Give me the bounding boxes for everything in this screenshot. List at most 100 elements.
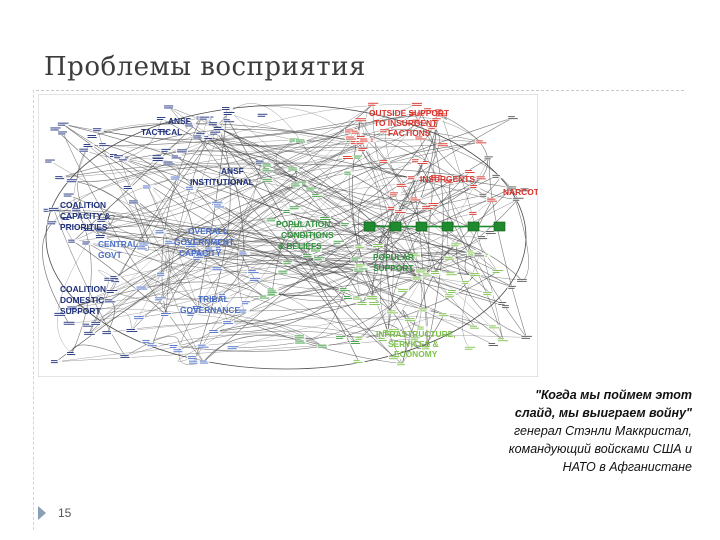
- variable-node: [282, 209, 295, 214]
- connector-line: [226, 106, 352, 141]
- variable-node: [135, 286, 148, 291]
- label-ansf-tactical: ANSF TACTICAL: [141, 116, 191, 137]
- quote-line-2: слайд, мы выиграем войну": [514, 406, 692, 420]
- variable-node: [354, 117, 367, 122]
- connector-line: [295, 141, 482, 186]
- connector-line: [300, 140, 428, 210]
- variable-node: [388, 328, 400, 333]
- infrastructure-line-2: SERVICES &: [388, 339, 439, 349]
- variable-node: [411, 276, 424, 281]
- connector-line: [228, 103, 302, 142]
- variable-node: [261, 178, 274, 183]
- connector-line: [203, 176, 437, 363]
- connector-line: [363, 119, 438, 269]
- variable-node: [62, 321, 75, 326]
- label-narcotics: NARCOTICS: [503, 187, 538, 197]
- variable-node: [222, 111, 235, 116]
- variable-node: [151, 157, 164, 162]
- variable-node: [478, 193, 491, 198]
- connector-line: [357, 176, 413, 247]
- connector-line: [62, 132, 204, 363]
- variable-node: [310, 248, 322, 252]
- variable-node: [113, 154, 126, 159]
- variable-node: [511, 197, 524, 202]
- variable-node: [340, 222, 353, 227]
- connector-line: [176, 104, 417, 158]
- variable-node: [237, 309, 250, 314]
- variable-node: [469, 272, 482, 277]
- connector-line: [440, 114, 489, 179]
- variable-node: [466, 252, 479, 256]
- variable-node: [421, 272, 434, 277]
- variable-node: [119, 354, 132, 359]
- variable-node: [356, 301, 369, 306]
- label-population-conditions: POPULATION CONDITIONS & BELIEFS: [276, 219, 334, 251]
- variable-node: [266, 291, 279, 296]
- variable-node: [338, 287, 351, 292]
- connector-line: [160, 231, 480, 263]
- variable-node: [486, 198, 499, 203]
- connector-line: [60, 104, 417, 178]
- variable-node: [484, 230, 497, 235]
- variable-node: [421, 205, 434, 210]
- connector-line: [92, 122, 295, 141]
- variable-node: [450, 242, 463, 247]
- outer-loop-connector: [45, 104, 527, 370]
- variable-node: [222, 118, 235, 123]
- variable-node: [81, 241, 94, 245]
- connector-line: [111, 291, 363, 312]
- connector-line: [168, 106, 188, 130]
- variable-node: [138, 242, 151, 247]
- stock-box: [493, 221, 506, 232]
- connector-line: [214, 270, 360, 333]
- variable-node: [496, 337, 509, 342]
- connector-line: [202, 258, 450, 347]
- variable-node: [188, 360, 200, 365]
- variable-node: [505, 186, 518, 190]
- variable-node: [473, 252, 486, 257]
- variable-node: [436, 142, 449, 147]
- label-infrastructure: INFRASTRUCTURE, SERVICES & ECONOMY: [376, 329, 456, 359]
- variable-node: [350, 130, 363, 135]
- variable-node: [411, 119, 424, 124]
- variable-node: [195, 252, 208, 257]
- variable-node: [238, 251, 251, 255]
- connector-line: [402, 310, 416, 340]
- quote-author-line-2: командующий войсками США и: [508, 442, 692, 456]
- variable-node: [368, 301, 381, 306]
- overall-government-line-2: GOVERNMENT: [174, 237, 235, 247]
- variable-node: [403, 317, 416, 322]
- variable-node: [464, 169, 477, 174]
- connector-line: [360, 187, 513, 339]
- connector-line: [133, 201, 364, 269]
- stock-box: [389, 221, 402, 232]
- variable-node: [82, 143, 95, 148]
- variable-node: [396, 361, 409, 366]
- variable-node: [487, 324, 500, 329]
- connector-line: [218, 128, 418, 279]
- label-tribal-governance: TRIBAL GOVERNANCE: [180, 294, 240, 315]
- stock-box: [441, 221, 454, 232]
- connector-line: [301, 246, 357, 268]
- variable-node: [372, 243, 385, 248]
- ansf-institutional-line-1: ANSF: [221, 166, 244, 176]
- variable-node: [208, 329, 221, 334]
- variable-node: [415, 112, 428, 117]
- variable-node: [261, 167, 274, 172]
- connector-line: [87, 242, 360, 275]
- variable-node: [423, 107, 436, 112]
- variable-node: [196, 344, 209, 349]
- variable-node: [136, 245, 149, 250]
- variable-node: [56, 122, 69, 127]
- variable-node: [261, 163, 274, 168]
- stock-box: [363, 221, 376, 232]
- variable-node: [91, 127, 104, 132]
- variable-node: [198, 116, 211, 121]
- variable-node: [156, 272, 168, 277]
- outside-support-line-3: FACTIONS: [388, 128, 431, 138]
- variable-node: [354, 336, 367, 341]
- connector-line: [115, 241, 317, 278]
- connector-line: [62, 123, 443, 148]
- label-central-govt: CENTRAL GOVT: [98, 239, 138, 260]
- variable-node: [50, 359, 62, 364]
